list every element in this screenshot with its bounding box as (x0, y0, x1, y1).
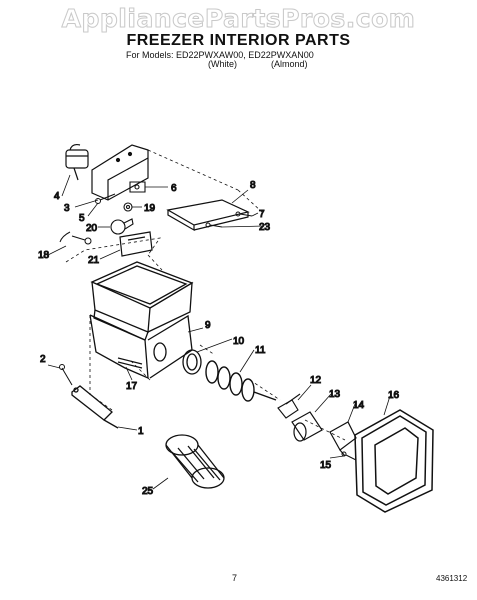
callout-5: 5 (79, 213, 85, 224)
switch-part-21 (119, 231, 153, 257)
callout-13: 13 (329, 389, 341, 400)
callout-1: 1 (138, 426, 144, 437)
front-housing-part-16 (354, 409, 434, 513)
screw-part-15 (341, 451, 357, 461)
screw-part-2 (59, 364, 73, 386)
document-number: 4361312 (436, 574, 468, 583)
callout-16: 16 (388, 390, 400, 401)
callout-10: 10 (233, 336, 245, 347)
assembly-guide-lines (65, 149, 346, 441)
callout-20: 20 (86, 223, 98, 234)
callout-12: 12 (310, 375, 322, 386)
ice-bucket-part (89, 261, 194, 380)
light-bulb-part-20 (110, 218, 134, 235)
variant-white: (White) (208, 59, 237, 69)
screw-part-23 (205, 222, 223, 228)
callout-7: 7 (259, 209, 265, 220)
mesh-cylinder-part-25 (165, 434, 225, 489)
callout-leaders (47, 174, 391, 490)
callout-15: 15 (320, 460, 332, 471)
callout-4: 4 (54, 191, 60, 202)
auger-spring-part-11 (205, 360, 277, 402)
callout-21: 21 (88, 255, 100, 266)
callout-3: 3 (64, 203, 70, 214)
callout-18: 18 (38, 250, 50, 261)
models-line: For Models: ED22PWXAW00, ED22PWXAN00 (126, 50, 314, 60)
cup-part-13 (291, 411, 323, 442)
page-number: 7 (232, 573, 238, 583)
callout-23: 23 (259, 222, 271, 233)
callout-25: 25 (142, 486, 154, 497)
callout-11: 11 (255, 345, 266, 356)
callout-8: 8 (250, 180, 256, 191)
callout-17: 17 (126, 381, 138, 392)
clip-part-6 (129, 181, 146, 193)
watermark-logo: AppliancePartsPros.com (61, 4, 416, 34)
page-title: FREEZER INTERIOR PARTS (126, 32, 351, 49)
callout-9: 9 (205, 320, 211, 331)
variant-almond: (Almond) (271, 59, 308, 69)
callout-2: 2 (40, 354, 46, 365)
callout-19: 19 (144, 203, 156, 214)
motor-part (65, 143, 89, 181)
blade-part-12 (277, 393, 301, 419)
wire-harness-part-18 (59, 231, 92, 245)
screw-part-7 (235, 211, 253, 217)
socket-part-19 (123, 202, 133, 212)
shaft-part-17 (117, 357, 143, 369)
callout-14: 14 (353, 400, 365, 411)
drive-arm-part-1 (71, 385, 119, 429)
callout-6: 6 (171, 183, 177, 194)
bearing-ring-part-10 (182, 349, 202, 375)
mounting-bracket (91, 144, 149, 201)
